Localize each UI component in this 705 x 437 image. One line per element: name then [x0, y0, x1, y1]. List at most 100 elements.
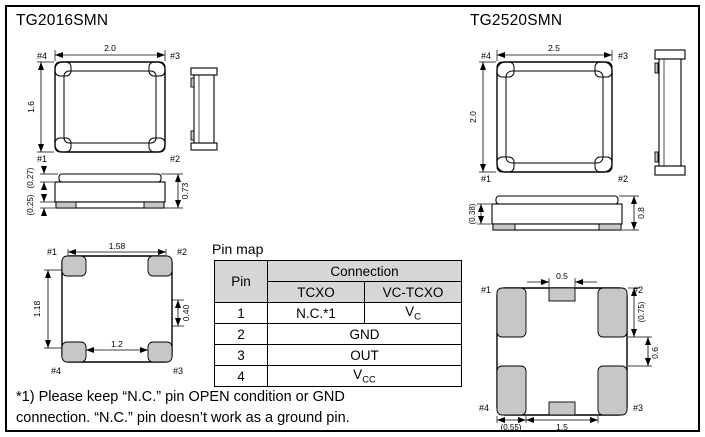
tg2016-front-view-drawing: (0.27) (0.25) 0.73	[26, 166, 190, 216]
pin-map-label: Pin map	[212, 241, 264, 257]
pin-label-4: #4	[481, 51, 491, 61]
tg2520-lid-profile	[495, 195, 619, 205]
dim-label-inner-span: 1.5	[556, 422, 568, 432]
dim-label-total-height: 0.8	[636, 207, 646, 219]
tg2016-corner-pad	[148, 137, 166, 153]
cell-pin: 4	[214, 365, 268, 387]
tg2520-terminal-pad	[598, 223, 622, 231]
tg2520-front-view: (0.38) 0.8	[468, 195, 646, 231]
dim-label-pad-height: 0.40	[181, 304, 191, 321]
table-header-row: Pin Connection	[214, 260, 462, 303]
pin-label-4: #4	[37, 51, 47, 61]
tg2520-body-profile	[491, 203, 623, 225]
cell-pin: 1	[214, 302, 268, 324]
tg2520-center-pad-top	[548, 287, 576, 302]
pin-label-3: #3	[618, 51, 628, 61]
table-subheader-row: TCXO VC-TCXO	[215, 281, 462, 303]
tg2016-bottom-view-drawing: 1.58 1.18 0.40 1.2 #1 #2 #4 #3	[32, 241, 191, 376]
tg2016-body-profile	[54, 181, 166, 203]
pin-map-table: Pin Connection TCXO VC-TCXO 1 N.C.*1 VC …	[214, 260, 462, 387]
vc-sub: C	[414, 311, 421, 323]
tg2520-bottom-pad-1	[496, 287, 527, 338]
vcc-sub: CC	[362, 374, 376, 386]
pin-label-2: #2	[633, 285, 643, 295]
vcc-main: V	[353, 366, 363, 382]
tg2520-bottom-view-drawing: 0.5 (0.75) 0.6 (0.55) 1.5 #1 #2 #4 #3	[479, 271, 660, 432]
pin-label-2: #2	[177, 247, 187, 257]
tg2016-corner-pad	[148, 61, 166, 77]
footnote-line-2: connection. “N.C.” pin doesn’t work as a…	[16, 410, 350, 426]
header-connection: Connection	[267, 260, 462, 282]
tg2016-top-dimension-lines	[37, 50, 166, 153]
tg2016-terminal-pad	[55, 201, 77, 209]
tg2016-bottom-outline	[61, 255, 173, 363]
tg2520-top-dimension-lines	[479, 50, 613, 173]
tg2520-top-view: 2.5 2.0 #4 #3 #1 #2	[468, 43, 628, 184]
tg2016-front-dimension-lines	[40, 166, 183, 216]
cell-connection: GND	[267, 323, 462, 345]
tg2520-bottom-view: 0.5 (0.75) 0.6 (0.55) 1.5 #1 #2 #4 #3	[479, 271, 660, 432]
tg2520-package-outline	[496, 61, 613, 173]
tg2016-top-view: 2.0 1.6 #4 #3 #1 #2	[26, 43, 180, 164]
tg2016-corner-pad	[54, 137, 72, 153]
pin-label-4: #4	[479, 403, 489, 413]
tg2016-bottom-pad-3	[147, 341, 173, 363]
dim-label-total-height: 0.73	[180, 182, 190, 199]
dim-label-height: 1.6	[26, 101, 36, 113]
tg2520-terminal-pad	[492, 223, 516, 231]
tg2016-title: TG2016SMN	[16, 12, 109, 29]
pin-label-1: #1	[481, 174, 491, 184]
tg2016-side-view	[190, 67, 218, 151]
tg2016-bottom-view: 1.58 1.18 0.40 1.2 #1 #2 #4 #3	[32, 241, 191, 376]
page-border	[5, 5, 700, 432]
pin-label-3: #3	[170, 51, 180, 61]
header-tcxo: TCXO	[267, 281, 365, 303]
tg2520-front-view-drawing: (0.38) 0.8	[468, 195, 646, 231]
tg2016-package-outline	[54, 61, 166, 153]
dim-label-pad-span: 1.58	[109, 241, 126, 251]
pin-label-1: #1	[481, 285, 491, 295]
pin-label-4: #4	[51, 366, 61, 376]
tg2520-bottom-dimension-lines	[496, 278, 652, 423]
tg2520-lid-outline	[505, 70, 604, 164]
tg2520-top-view-drawing: 2.5 2.0 #4 #3 #1 #2	[468, 43, 686, 184]
cell-pin: 3	[214, 344, 268, 366]
dim-label-base: (0.25)	[26, 194, 35, 215]
pin-label-2: #2	[618, 174, 628, 184]
tg2016-lid-profile	[58, 173, 162, 183]
pin-label-1: #1	[47, 247, 57, 257]
dim-label-base: (0.38)	[468, 203, 477, 224]
tg2520-bottom-pad-4	[496, 365, 527, 416]
dim-label-pad-width: (0.55)	[501, 423, 522, 432]
dim-label-pad-gap: 0.6	[650, 347, 660, 359]
header-pin: Pin	[214, 260, 268, 303]
tg2016-corner-pad	[54, 61, 72, 77]
pin-label-1: #1	[37, 154, 47, 164]
table-row: 2 GND	[214, 323, 462, 345]
table-row: 1 N.C.*1 VC	[214, 302, 462, 324]
tg2016-front-view: (0.27) (0.25) 0.73	[26, 166, 190, 216]
dim-label-width: 2.0	[104, 43, 116, 53]
dim-label-height: 2.0	[468, 111, 478, 123]
tg2520-bottom-pad-2	[597, 287, 628, 338]
tg2016-top-view-drawing: 2.0 1.6 #4 #3 #1 #2	[26, 43, 218, 164]
dim-label-inner-span: 1.2	[111, 339, 123, 349]
tg2520-front-dimension-lines	[477, 195, 639, 231]
vc-main: V	[405, 303, 415, 319]
pin-label-3: #3	[173, 366, 183, 376]
cell-tcxo: N.C.*1	[267, 302, 365, 324]
tg2016-bottom-pad-2	[147, 255, 173, 277]
tg2520-title: TG2520SMN	[470, 12, 563, 29]
dim-label-center-pad: 0.5	[556, 271, 568, 281]
pin-label-3: #3	[633, 403, 643, 413]
tg2016-lid-outline	[63, 70, 157, 144]
table-row: 4 VCC	[214, 365, 462, 387]
tg2016-bottom-dimension-lines	[44, 249, 184, 353]
table-row: 3 OUT	[214, 344, 462, 366]
cell-connection: OUT	[267, 344, 462, 366]
tg2520-side-view	[654, 49, 686, 176]
cell-connection: VCC	[267, 365, 462, 387]
cell-pin: 2	[214, 323, 268, 345]
dim-label-width: 2.5	[548, 43, 560, 53]
tg2016-terminal-pad	[143, 201, 165, 209]
